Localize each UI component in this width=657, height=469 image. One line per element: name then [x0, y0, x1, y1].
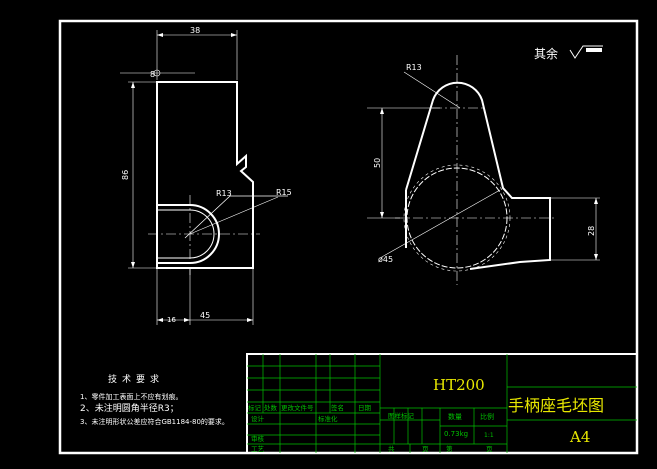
tb-label-sign: 签名	[331, 403, 344, 412]
tech-requirements: 技术要求 1、零件加工表面上不应有划痕。 2、未注明圆角半径R3； 3、未注明形…	[80, 373, 229, 426]
front-dim-height: 86	[121, 170, 130, 180]
tb-label-design: 设计	[251, 414, 265, 423]
tb-label-sheet-total: 共	[388, 444, 395, 453]
title-block: 标记 处数 更改文件号 签名 日期 设计 标准化 审核 工艺 图样标记 数量 比…	[246, 353, 638, 454]
tb-weight-value: 0.73kg	[444, 430, 468, 438]
front-radius-inner: R13	[216, 189, 232, 198]
tb-label-process: 工艺	[251, 445, 265, 453]
tb-scale-value: 1:1	[484, 432, 494, 439]
tb-sheet-size: A4	[569, 428, 590, 446]
roughness-note: 其余	[534, 46, 558, 61]
front-dim-top: 8	[150, 70, 155, 79]
tb-material: HT200	[433, 376, 485, 394]
tb-label-sheet-unit-2: 页	[486, 445, 493, 453]
side-dim-right: 28	[587, 226, 596, 236]
front-radius-outer: R15	[276, 188, 292, 197]
front-dim-bottom: 45	[200, 311, 210, 320]
side-dim-diameter: ø45	[378, 255, 393, 264]
side-dim-height: 50	[373, 158, 382, 168]
tb-label-mark: 标记	[248, 403, 262, 412]
tb-label-weight: 数量	[448, 412, 462, 421]
front-dim-bottom-small: 16	[167, 316, 176, 324]
tech-req-item-2: 2、未注明圆角半径R3；	[80, 402, 179, 414]
front-view: R13 R15 38 8 86 16 45	[120, 26, 292, 325]
tb-label-standardize: 标准化	[318, 414, 338, 423]
tb-label-count: 处数	[264, 403, 278, 412]
tech-req-item-1: 1、零件加工表面上不应有划痕。	[80, 392, 182, 401]
tb-label-stage-mark: 图样标记	[388, 411, 415, 420]
tb-label-date: 日期	[358, 404, 372, 412]
tb-label-sheet-no: 第	[446, 444, 453, 453]
tb-label-change-doc: 更改文件号	[281, 403, 314, 412]
side-view: ø45 R13 50 28	[367, 55, 600, 285]
front-dim-width: 38	[190, 26, 200, 35]
side-radius-top: R13	[406, 63, 422, 72]
tech-req-item-3: 3、未注明形状公差应符合GB1184-80的要求。	[80, 417, 229, 426]
tb-part-name: 手柄座毛坯图	[508, 396, 604, 415]
roughness-symbol-icon	[569, 45, 603, 59]
tech-req-title: 技术要求	[108, 373, 164, 385]
tb-label-scale: 比例	[480, 412, 494, 421]
tb-label-sheet-unit: 页	[422, 445, 429, 453]
tb-label-review: 审核	[251, 434, 265, 443]
